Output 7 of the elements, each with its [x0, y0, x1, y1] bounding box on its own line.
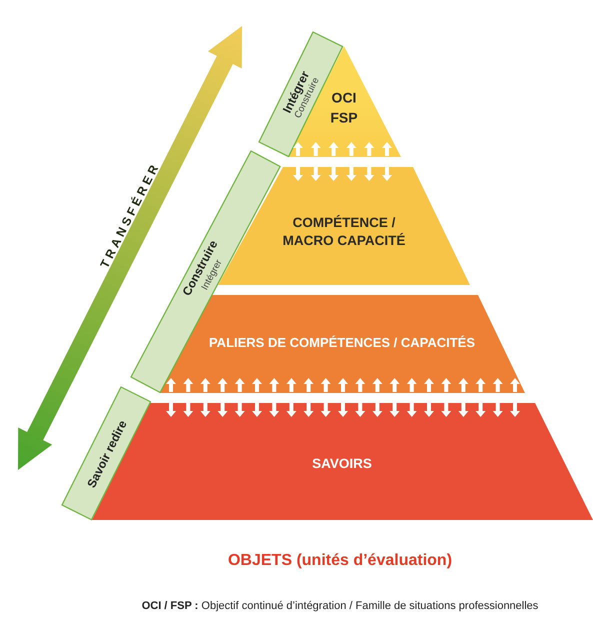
layer-label: PALIERS DE COMPÉTENCES / CAPACITÉS: [208, 334, 476, 352]
layer-label: FSP: [330, 108, 358, 128]
footnote: OCI / FSP : Objectif continué d’intégration / Famille de situations professionnelles: [142, 600, 538, 612]
layer-label: OCI: [332, 88, 356, 108]
layer-label: SAVOIRS: [312, 454, 372, 473]
axis-title: OBJETS (unités d’évaluation): [228, 552, 452, 570]
layer-label: COMPÉTENCE / MACRO CAPACITÉ: [282, 214, 406, 250]
